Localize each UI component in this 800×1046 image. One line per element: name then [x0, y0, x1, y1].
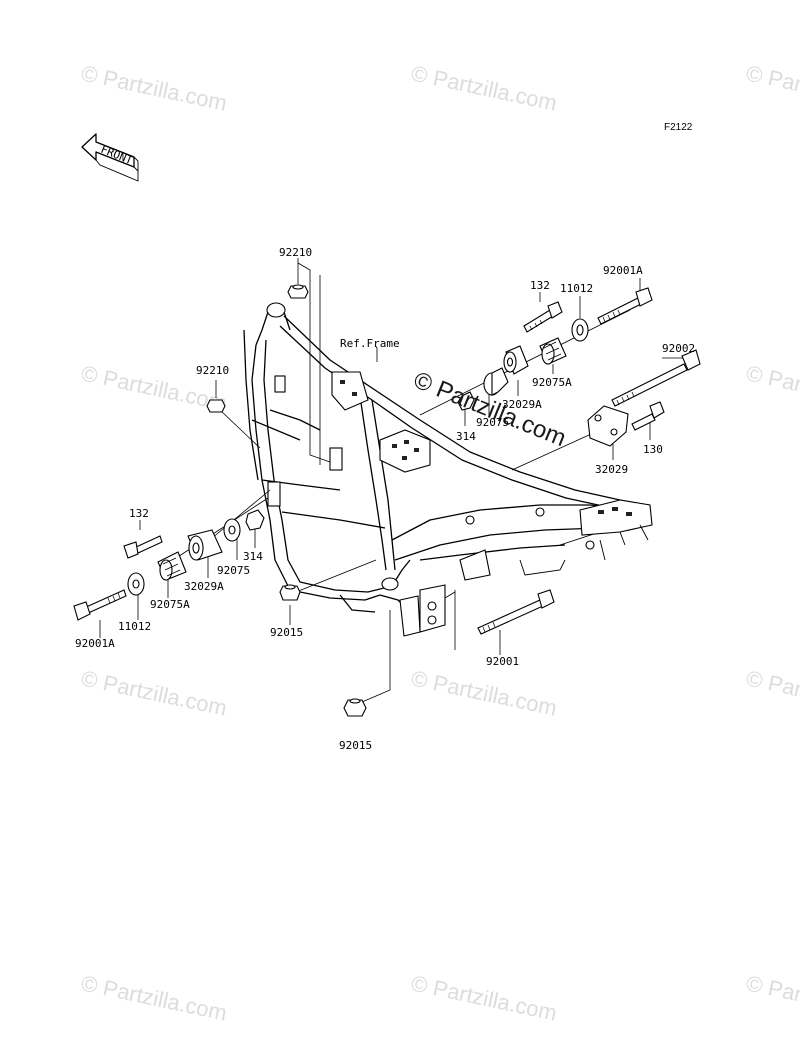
watermark: © Partzilla.com: [744, 970, 800, 1025]
washer-11012-right: [571, 318, 589, 342]
watermark: © Partzilla.com: [79, 970, 229, 1025]
label-92015-mid: 92015: [270, 626, 303, 639]
bolt-130: [631, 401, 665, 431]
bolt-132-right: [523, 301, 563, 333]
watermark: © Partzilla.com: [409, 60, 559, 115]
bolt-92001: [477, 589, 555, 635]
label-32029: 32029: [595, 463, 628, 476]
label-92210-top: 92210: [279, 246, 312, 259]
nut-314-left: [245, 509, 265, 531]
diagram-code: F2122: [664, 122, 693, 133]
nut-92015-bottom: [343, 698, 367, 717]
label-92015-bottom: 92015: [339, 739, 372, 752]
plate-32029: [587, 405, 629, 447]
watermark-layer: © Partzilla.com © Partzilla.com © Partzi…: [79, 60, 800, 1025]
label-92210-left: 92210: [196, 364, 229, 377]
label-132-left: 132: [129, 507, 149, 520]
front-arrow-icon: FRONT: [81, 133, 139, 182]
front-label: FRONT: [99, 143, 135, 168]
label-132-right: 132: [530, 279, 550, 292]
label-11012-left: 11012: [118, 620, 151, 633]
nut-92210-top: [287, 284, 309, 299]
bolt-92002: [611, 349, 701, 407]
bracket-32029A-left: [187, 529, 223, 561]
label-92075A-right: 92075A: [532, 376, 572, 389]
watermark: © Partzilla.com: [744, 360, 800, 415]
nut-92015-mid: [279, 584, 301, 601]
bolt-92001A-right: [597, 287, 653, 325]
watermark: © Partzilla.com: [409, 665, 559, 720]
bolt-132-left: [123, 535, 163, 559]
collar-92075-left: [223, 518, 241, 542]
part-labels: 92210 Ref.Frame 92210 132 11012 92001A 9…: [75, 246, 695, 752]
label-314-left: 314: [243, 550, 263, 563]
watermark: © Partzilla.com: [744, 665, 800, 720]
collar-92075A-right: [539, 337, 567, 365]
watermark: © Partzilla.com: [79, 60, 229, 115]
label-92075-left: 92075: [217, 564, 250, 577]
bracket-32029A-right: [503, 345, 529, 375]
collar-92075-right: [483, 367, 509, 396]
watermark: © Partzilla.com: [744, 60, 800, 115]
label-32029A-left: 32029A: [184, 580, 224, 593]
label-92001A-right: 92001A: [603, 264, 643, 277]
motorcycle-frame: [243, 302, 653, 637]
nut-92210-left: [206, 399, 226, 413]
label-32029A-right: 32029A: [502, 398, 542, 411]
watermark: © Partzilla.com: [409, 970, 559, 1025]
label-92002: 92002: [662, 342, 695, 355]
ref-frame-label: Ref.Frame: [340, 337, 400, 350]
leader-lines: [99, 258, 692, 706]
label-92001A-left: 92001A: [75, 637, 115, 650]
collar-92075A-left: [157, 551, 187, 581]
bolt-92001A-left: [73, 589, 127, 621]
label-314-right: 314: [456, 430, 476, 443]
label-92075A-left: 92075A: [150, 598, 190, 611]
label-11012-right: 11012: [560, 282, 593, 295]
label-92075-right: 92075: [476, 416, 509, 429]
washer-11012-left: [127, 572, 145, 596]
label-92001: 92001: [486, 655, 519, 668]
watermark: © Partzilla.com: [79, 665, 229, 720]
nut-314-right: [457, 391, 475, 411]
label-130: 130: [643, 443, 663, 456]
